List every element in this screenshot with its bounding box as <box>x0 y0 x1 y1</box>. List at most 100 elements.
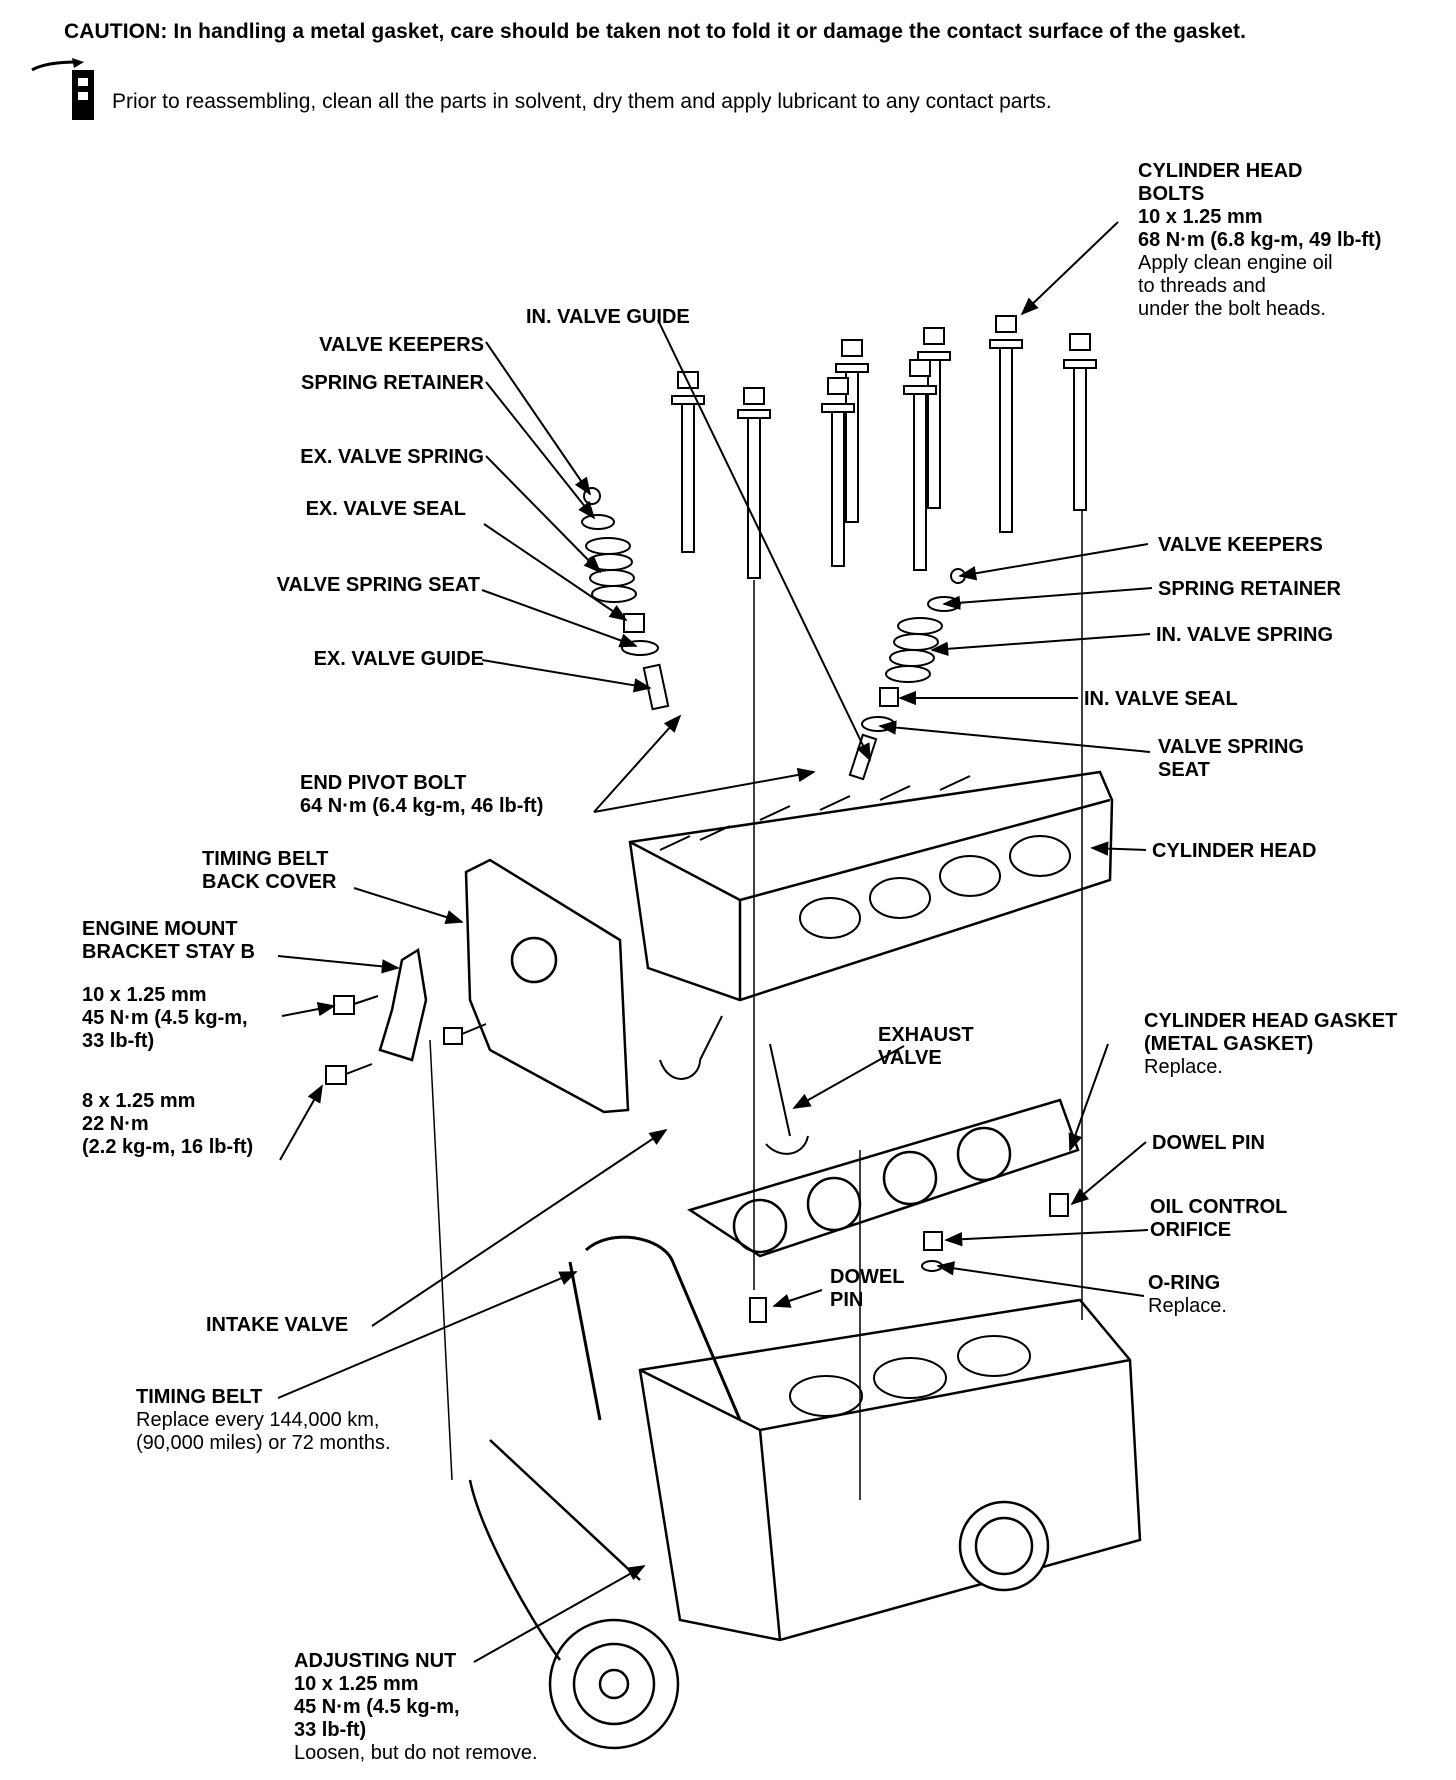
o-ring-label: O-RING Replace. <box>1148 1272 1227 1318</box>
valves <box>659 1015 809 1155</box>
cylinder-head-bolts-title-2: BOLTS <box>1138 183 1205 205</box>
bolt-8-label: 8 x 1.25 mm 22 N·m (2.2 kg-m, 16 lb-ft) <box>82 1090 253 1159</box>
engine-mount-bracket-line-2: BRACKET STAY B <box>82 941 255 963</box>
ex-valve-guide-label: EX. VALVE GUIDE <box>313 648 484 670</box>
end-pivot-bolt-torque: 64 N·m (6.4 kg-m, 46 lb-ft) <box>300 795 544 817</box>
small-parts <box>749 1193 1069 1323</box>
valve-spring-seat-right-label: VALVE SPRING SEAT <box>1158 736 1304 782</box>
bolt-8-size: 8 x 1.25 mm <box>82 1090 196 1112</box>
bolt <box>917 327 951 509</box>
ex-valve-seal-label: EX. VALVE SEAL <box>305 498 466 520</box>
center-lines <box>429 510 1083 1500</box>
timing-belt-note-2: (90,000 miles) or 72 months. <box>136 1432 391 1454</box>
dowel-pin-center-label: DOWEL PIN <box>830 1266 904 1312</box>
cylinder-head-gasket-line-1: CYLINDER HEAD GASKET <box>1144 1010 1398 1032</box>
caution-note: CAUTION: In handling a metal gasket, car… <box>64 20 1246 44</box>
cylinder-head-gasket-note: Replace. <box>1144 1056 1223 1078</box>
valve-spring-seat-right-line-1: VALVE SPRING <box>1158 736 1304 758</box>
cylinder-head-bolts-title: CYLINDER HEAD <box>1138 160 1303 182</box>
lubricant-applicator-icon <box>31 58 94 120</box>
engine-mount-bracket-label: ENGINE MOUNT BRACKET STAY B <box>82 918 255 964</box>
cylinder-head-gasket-line-2: (METAL GASKET) <box>1144 1033 1314 1055</box>
bolt-10-size: 10 x 1.25 mm <box>82 984 207 1006</box>
timing-belt-back-cover-line-1: TIMING BELT <box>202 848 329 870</box>
dowel-pin-center-line-2: PIN <box>830 1289 864 1311</box>
exhaust-valve-line-2: VALVE <box>878 1047 942 1069</box>
adjusting-nut-title: ADJUSTING NUT <box>294 1650 457 1672</box>
bolt <box>821 377 855 567</box>
timing-belt-back-cover <box>464 858 630 1114</box>
timing-belt-title: TIMING BELT <box>136 1386 263 1408</box>
adjusting-nut-size: 10 x 1.25 mm <box>294 1673 419 1695</box>
exhaust-valve-line-1: EXHAUST <box>878 1024 974 1046</box>
valve-spring-seat-right-line-2: SEAT <box>1158 759 1210 781</box>
exhaust-valve-label: EXHAUST VALVE <box>878 1024 974 1070</box>
adjusting-nut-torque-1: 45 N·m (4.5 kg-m, <box>294 1696 460 1718</box>
adjusting-nut-torque-2: 33 lb-ft) <box>294 1719 367 1741</box>
end-pivot-bolt-title: END PIVOT BOLT <box>300 772 467 794</box>
bolt <box>737 387 771 579</box>
engine-mount-bracket-stay <box>378 947 428 1062</box>
cylinder-head-bolts-label: CYLINDER HEAD BOLTS 10 x 1.25 mm 68 N·m … <box>1138 160 1381 321</box>
spring-retainer-right-label: SPRING RETAINER <box>1158 578 1341 600</box>
intake-valve-label: INTAKE VALVE <box>206 1314 349 1336</box>
exhaust-valve <box>765 1043 809 1155</box>
end-pivot-bolt-label: END PIVOT BOLT 64 N·m (6.4 kg-m, 46 lb-f… <box>300 772 543 818</box>
exhaust-valve-stack <box>581 487 670 711</box>
oil-control-orifice-label: OIL CONTROL ORIFICE <box>1150 1196 1287 1242</box>
valve-spring-seat-left-label: VALVE SPRING SEAT <box>276 574 480 596</box>
ex-valve-spring-label: EX. VALVE SPRING <box>300 446 484 468</box>
in-valve-seal-label: IN. VALVE SEAL <box>1084 688 1238 710</box>
valve-keepers-left-label: VALVE KEEPERS <box>319 334 484 356</box>
timing-belt <box>568 1235 742 1421</box>
cylinder-head-label: CYLINDER HEAD <box>1152 840 1317 862</box>
engine-mount-bracket-line-1: ENGINE MOUNT <box>82 918 238 940</box>
oil-control-orifice-line-1: OIL CONTROL <box>1150 1196 1288 1218</box>
timing-belt-back-cover-line-2: BACK COVER <box>202 871 337 893</box>
cylinder-head-bolts <box>671 315 1097 579</box>
timing-belt-back-cover-label: TIMING BELT BACK COVER <box>202 848 336 894</box>
cylinder-head-bolts-note-2: to threads and <box>1138 275 1266 297</box>
caution-label: CAUTION: <box>64 20 168 43</box>
oil-control-orifice-line-2: ORIFICE <box>1150 1219 1232 1241</box>
o-ring-note: Replace. <box>1148 1295 1227 1317</box>
adjusting-nut-note: Loosen, but do not remove. <box>294 1742 538 1764</box>
intake-valve <box>659 1015 723 1080</box>
loose-bolts <box>325 995 487 1085</box>
exhaust-valve-spring <box>585 537 637 603</box>
timing-belt-label: TIMING BELT Replace every 144,000 km, (9… <box>136 1386 391 1455</box>
cylinder-head-gasket <box>687 1098 1080 1258</box>
intake-valve-stack <box>848 568 966 781</box>
intake-valve-spring <box>885 617 943 683</box>
spring-retainer-left-label: SPRING RETAINER <box>301 372 484 394</box>
bolt <box>989 315 1023 533</box>
crank-pulley <box>468 1439 680 1750</box>
caution-text: In handling a metal gasket, care should … <box>173 20 1247 43</box>
bolt <box>903 359 937 571</box>
cylinder-head-bolts-torque: 68 N·m (6.8 kg-m, 49 lb-ft) <box>1138 229 1382 251</box>
o-ring-title: O-RING <box>1148 1272 1221 1294</box>
prior-note: Prior to reassembling, clean all the par… <box>112 90 1052 113</box>
adjusting-nut-label: ADJUSTING NUT 10 x 1.25 mm 45 N·m (4.5 k… <box>294 1650 538 1765</box>
bolt-10-label: 10 x 1.25 mm 45 N·m (4.5 kg-m, 33 lb-ft) <box>82 984 248 1053</box>
cylinder-head-bolts-note-3: under the bolt heads. <box>1138 298 1326 320</box>
cylinder-head <box>628 770 1114 1002</box>
dowel-pin-center-line-1: DOWEL <box>830 1266 905 1288</box>
bolt-10-torque-1: 45 N·m (4.5 kg-m, <box>82 1007 248 1029</box>
bolt-10-torque-2: 33 lb-ft) <box>82 1030 155 1052</box>
cylinder-head-gasket-label: CYLINDER HEAD GASKET (METAL GASKET) Repl… <box>1144 1010 1397 1079</box>
cylinder-head-bolts-note-1: Apply clean engine oil <box>1138 252 1333 274</box>
bolt <box>1063 333 1097 511</box>
in-valve-guide-label: IN. VALVE GUIDE <box>526 306 690 328</box>
in-valve-spring-label: IN. VALVE SPRING <box>1156 624 1334 646</box>
bolt <box>671 371 705 553</box>
timing-belt-note-1: Replace every 144,000 km, <box>136 1409 380 1431</box>
dowel-pin-right-label: DOWEL PIN <box>1152 1132 1265 1154</box>
bolt-8-torque-2: (2.2 kg-m, 16 lb-ft) <box>82 1136 254 1158</box>
bolt-8-torque-1: 22 N·m <box>82 1113 149 1135</box>
engine-block <box>638 1298 1142 1642</box>
cylinder-head-bolts-size: 10 x 1.25 mm <box>1138 206 1263 228</box>
leader-lines <box>277 221 1153 1663</box>
valve-keepers-right-label: VALVE KEEPERS <box>1158 534 1323 556</box>
